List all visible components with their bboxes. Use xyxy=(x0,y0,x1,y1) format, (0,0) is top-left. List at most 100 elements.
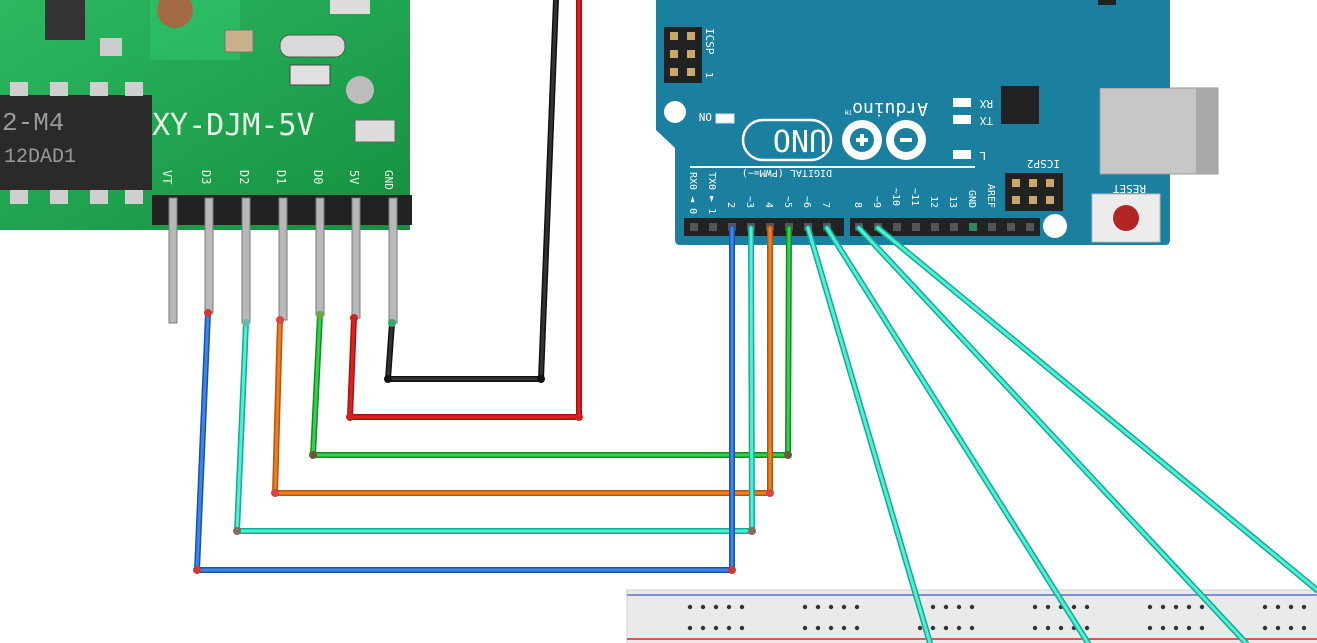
usb-connector-lip xyxy=(1196,88,1218,174)
reset-label: RESET xyxy=(1113,182,1146,195)
on-led xyxy=(715,113,735,124)
infinity-logo-icon xyxy=(842,120,926,160)
breadboard-hole xyxy=(1058,625,1064,631)
usb-chip xyxy=(1001,86,1039,124)
smd-icon-2 xyxy=(330,0,370,14)
breadboard-hole xyxy=(713,625,719,631)
tx-led xyxy=(953,115,971,124)
breadboard-hole xyxy=(713,604,719,610)
breadboard-hole xyxy=(802,604,808,610)
resistor-icon-2 xyxy=(354,119,396,143)
receiver-model-label: XY-DJM-5V xyxy=(152,108,315,143)
breadboard-hole xyxy=(700,625,706,631)
breadboard-hole xyxy=(802,625,808,631)
chip-label-top: 2-M4 xyxy=(2,108,64,138)
icsp-label: ICSP xyxy=(703,28,716,55)
tm-mark: TM xyxy=(844,108,852,115)
tx-label: TX xyxy=(979,114,993,127)
pin-label-11: ~11 xyxy=(909,188,920,206)
breadboard-hole xyxy=(687,625,693,631)
rf-receiver-module: 2-M4 12DAD1 XY-DJM-5V xyxy=(0,0,412,230)
breadboard-hole xyxy=(1301,625,1307,631)
pin-label-vt: VT xyxy=(160,170,174,184)
breadboard-hole xyxy=(1262,625,1268,631)
pin-label-5: ~5 xyxy=(782,196,793,208)
breadboard-hole xyxy=(815,625,821,631)
l-led xyxy=(953,150,971,159)
breadboard-hole xyxy=(930,625,936,631)
breadboard-hole xyxy=(1301,604,1307,610)
breadboard-hole xyxy=(815,604,821,610)
breadboard-hole xyxy=(1045,625,1051,631)
pin-label-tx0: TX0 ► 1 xyxy=(706,172,717,214)
pin-label-12: 12 xyxy=(928,196,939,208)
pin-label-9: ~9 xyxy=(871,196,882,208)
pin-label-gnd: GND xyxy=(966,190,977,208)
breadboard-hole xyxy=(1147,604,1153,610)
breadboard-hole xyxy=(1032,604,1038,610)
breadboard-hole xyxy=(1084,604,1090,610)
icsp2-label: ICSP2 xyxy=(1027,157,1060,170)
breadboard-hole xyxy=(1045,604,1051,610)
chip-label-code: 12DAD1 xyxy=(4,146,76,169)
breadboard-hole xyxy=(1147,625,1153,631)
pin-label-2: 2 xyxy=(725,202,736,208)
digital-header-low xyxy=(684,218,844,236)
breadboard-hole xyxy=(1199,604,1205,610)
breadboard-hole xyxy=(943,604,949,610)
transistor-icon xyxy=(45,0,85,40)
breadboard-hole xyxy=(1288,604,1294,610)
breadboard-hole xyxy=(1173,625,1179,631)
breadboard-hole xyxy=(1262,604,1268,610)
rx-label: RX xyxy=(979,97,993,110)
pin-label-d1: D1 xyxy=(274,170,288,184)
wire-gnd-core xyxy=(386,0,558,381)
receiver-chip xyxy=(0,95,152,190)
wire-gnd xyxy=(385,0,559,382)
breadboard-hole xyxy=(841,604,847,610)
pin-label-d2: D2 xyxy=(237,170,251,184)
breadboard-hole xyxy=(1160,604,1166,610)
wire-5v-core xyxy=(348,0,581,419)
uno-logo-text: UNO xyxy=(773,122,827,157)
pin-label-13: 13 xyxy=(947,196,958,208)
breadboard-hole xyxy=(969,604,975,610)
breadboard-hole xyxy=(956,625,962,631)
wire-joints xyxy=(193,309,792,574)
icsp2-header xyxy=(1005,173,1063,211)
digital-label: DIGITAL (PWM=~) xyxy=(742,167,832,178)
arduino-brand: Arduino xyxy=(852,98,928,119)
breadboard-hole xyxy=(1186,625,1192,631)
breadboard-hole xyxy=(1071,604,1077,610)
pin-label-d0: D0 xyxy=(311,170,325,184)
breadboard-hole xyxy=(956,604,962,610)
breadboard-hole xyxy=(828,604,834,610)
crystal-icon xyxy=(279,34,346,58)
wire-d2-core xyxy=(273,226,772,495)
rx-led xyxy=(953,98,971,107)
breadboard-hole xyxy=(854,625,860,631)
coil-icon xyxy=(157,0,193,28)
resistor-icon xyxy=(289,64,331,86)
icsp-pin1-label: 1 xyxy=(703,72,714,78)
breadboard-hole xyxy=(828,625,834,631)
pin-label-6: ~6 xyxy=(801,196,812,208)
pin-label-8: 8 xyxy=(852,202,863,208)
breadboard-hole xyxy=(726,625,732,631)
breadboard-hole xyxy=(726,604,732,610)
breadboard-hole xyxy=(700,604,706,610)
pin-label-10: ~10 xyxy=(890,188,901,206)
pad-icon xyxy=(346,76,374,104)
breadboard-hole xyxy=(739,625,745,631)
wires xyxy=(194,0,1317,643)
pin-label-5v: 5V xyxy=(347,170,361,184)
reset-button-cap[interactable] xyxy=(1113,205,1139,231)
pin-label-aref: AREF xyxy=(985,184,996,208)
breadboard-hole xyxy=(1288,625,1294,631)
icsp-header xyxy=(664,27,702,83)
breadboard-hole xyxy=(1084,625,1090,631)
breadboard xyxy=(626,589,1317,643)
breadboard-hole xyxy=(917,625,923,631)
chip-edge xyxy=(1098,0,1116,5)
